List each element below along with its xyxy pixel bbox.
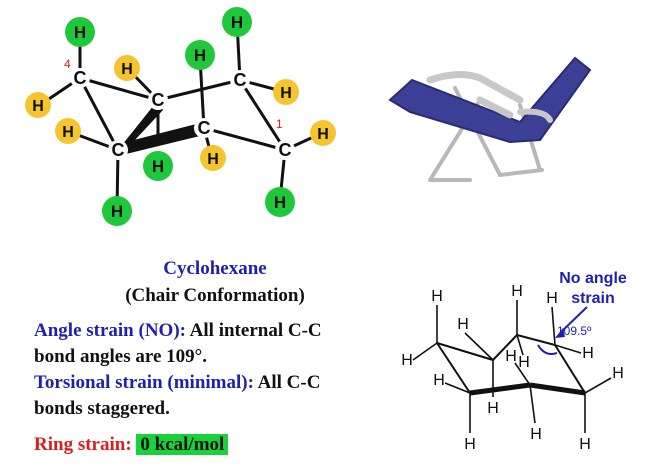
angle-strain-text: All internal C-C xyxy=(185,320,322,341)
h-label: H xyxy=(518,354,530,371)
cyclohexane-line-structure: No angle strain 109.5º H H H H H H xyxy=(401,270,627,453)
svg-text:H: H xyxy=(194,46,206,65)
annotation-arrow xyxy=(559,306,588,334)
carbon-number-4: 4 xyxy=(64,57,71,71)
h-label: H xyxy=(487,400,499,417)
bond-lines xyxy=(39,21,323,211)
ring-bonds xyxy=(436,334,586,394)
svg-text:C: C xyxy=(198,118,211,138)
svg-text:C: C xyxy=(234,70,247,90)
h-label: H xyxy=(464,436,476,453)
equatorial-hydrogen: H xyxy=(310,120,336,146)
carbon-atom: C xyxy=(148,90,168,110)
title: Cyclohexane xyxy=(163,258,267,279)
cyclohexane-3d-model: C C C C C C H H H H H H H H H H H H 4 1 xyxy=(25,7,336,226)
h-label: H xyxy=(401,352,413,369)
carbon-number-1: 1 xyxy=(276,117,283,131)
svg-text:H: H xyxy=(280,85,292,102)
svg-text:H: H xyxy=(317,126,329,143)
h-label: H xyxy=(546,290,558,307)
svg-text:H: H xyxy=(32,98,44,115)
svg-text:H: H xyxy=(74,23,86,42)
angle-strain-line-2: bond angles are 109°. xyxy=(34,346,207,367)
h-label: H xyxy=(457,316,469,333)
torsional-strain-text: All C-C xyxy=(253,372,321,393)
torsional-strain-line-2: bonds staggered. xyxy=(34,398,170,419)
equatorial-hydrogen: H xyxy=(114,55,140,81)
carbon-atom: C xyxy=(230,70,250,90)
carbon-atom: C xyxy=(275,140,295,160)
bond-angle-arc xyxy=(537,344,558,355)
svg-text:H: H xyxy=(274,193,286,212)
axial-hydrogen: H xyxy=(102,196,132,226)
svg-text:C: C xyxy=(279,140,292,160)
svg-text:H: H xyxy=(231,13,243,32)
equatorial-hydrogen: H xyxy=(25,92,51,118)
equatorial-hydrogens: H H H H H H xyxy=(25,55,336,171)
hydrogen-labels: H H H H H H H H H H H H H H xyxy=(401,283,624,453)
h-label: H xyxy=(579,436,591,453)
hydrogen-bonds xyxy=(412,300,612,433)
axial-hydrogen: H xyxy=(185,40,215,70)
h-label: H xyxy=(505,348,517,365)
h-label: H xyxy=(530,426,542,443)
torsional-strain-line-1: Torsional strain (minimal): All C-C xyxy=(34,372,320,394)
ring-strain-line: Ring strain: 0 kcal/mol xyxy=(34,434,229,456)
carbon-atom: C xyxy=(194,118,214,138)
carbon-atom: C xyxy=(70,68,90,88)
axial-hydrogen: H xyxy=(265,187,295,217)
torsional-strain-label: Torsional strain (minimal): xyxy=(34,372,254,393)
svg-text:H: H xyxy=(111,202,123,221)
h-label: H xyxy=(431,288,443,305)
carbon-atoms: C C C C C C xyxy=(70,68,295,160)
annotation-arrowhead xyxy=(555,328,565,338)
svg-text:C: C xyxy=(74,68,87,88)
h-label: H xyxy=(433,372,445,389)
lounge-chair-illustration xyxy=(388,56,592,182)
svg-text:H: H xyxy=(62,124,74,141)
svg-text:H: H xyxy=(152,157,164,176)
equatorial-hydrogen: H xyxy=(200,145,226,171)
front-bonds xyxy=(469,382,586,396)
svg-text:C: C xyxy=(112,140,125,160)
h-label: H xyxy=(582,345,594,362)
svg-text:H: H xyxy=(207,151,219,168)
equatorial-hydrogen: H xyxy=(273,79,299,105)
axial-hydrogen: H xyxy=(222,7,252,37)
svg-text:H: H xyxy=(121,61,133,78)
equatorial-hydrogen: H xyxy=(55,118,81,144)
carbon-atom: C xyxy=(108,140,128,160)
front-wedge-bonds xyxy=(118,100,208,156)
h-label: H xyxy=(612,365,624,382)
subtitle: (Chair Conformation) xyxy=(125,285,305,306)
ring-strain-value-badge: 0 kcal/mol xyxy=(136,434,229,455)
annotation-line-1: No angle xyxy=(559,270,627,287)
axial-hydrogens: H H H H H H xyxy=(65,7,295,226)
bond-angle-label: 109.5º xyxy=(557,324,592,338)
ring-strain-label: Ring strain: xyxy=(34,434,132,455)
axial-hydrogen: H xyxy=(65,17,95,47)
annotation-line-2: strain xyxy=(571,290,615,307)
axial-hydrogen: H xyxy=(143,151,173,181)
h-label: H xyxy=(511,283,523,300)
angle-strain-line-1: Angle strain (NO): All internal C-C xyxy=(34,320,322,342)
angle-strain-label: Angle strain (NO): xyxy=(34,320,186,341)
svg-text:C: C xyxy=(152,90,165,110)
